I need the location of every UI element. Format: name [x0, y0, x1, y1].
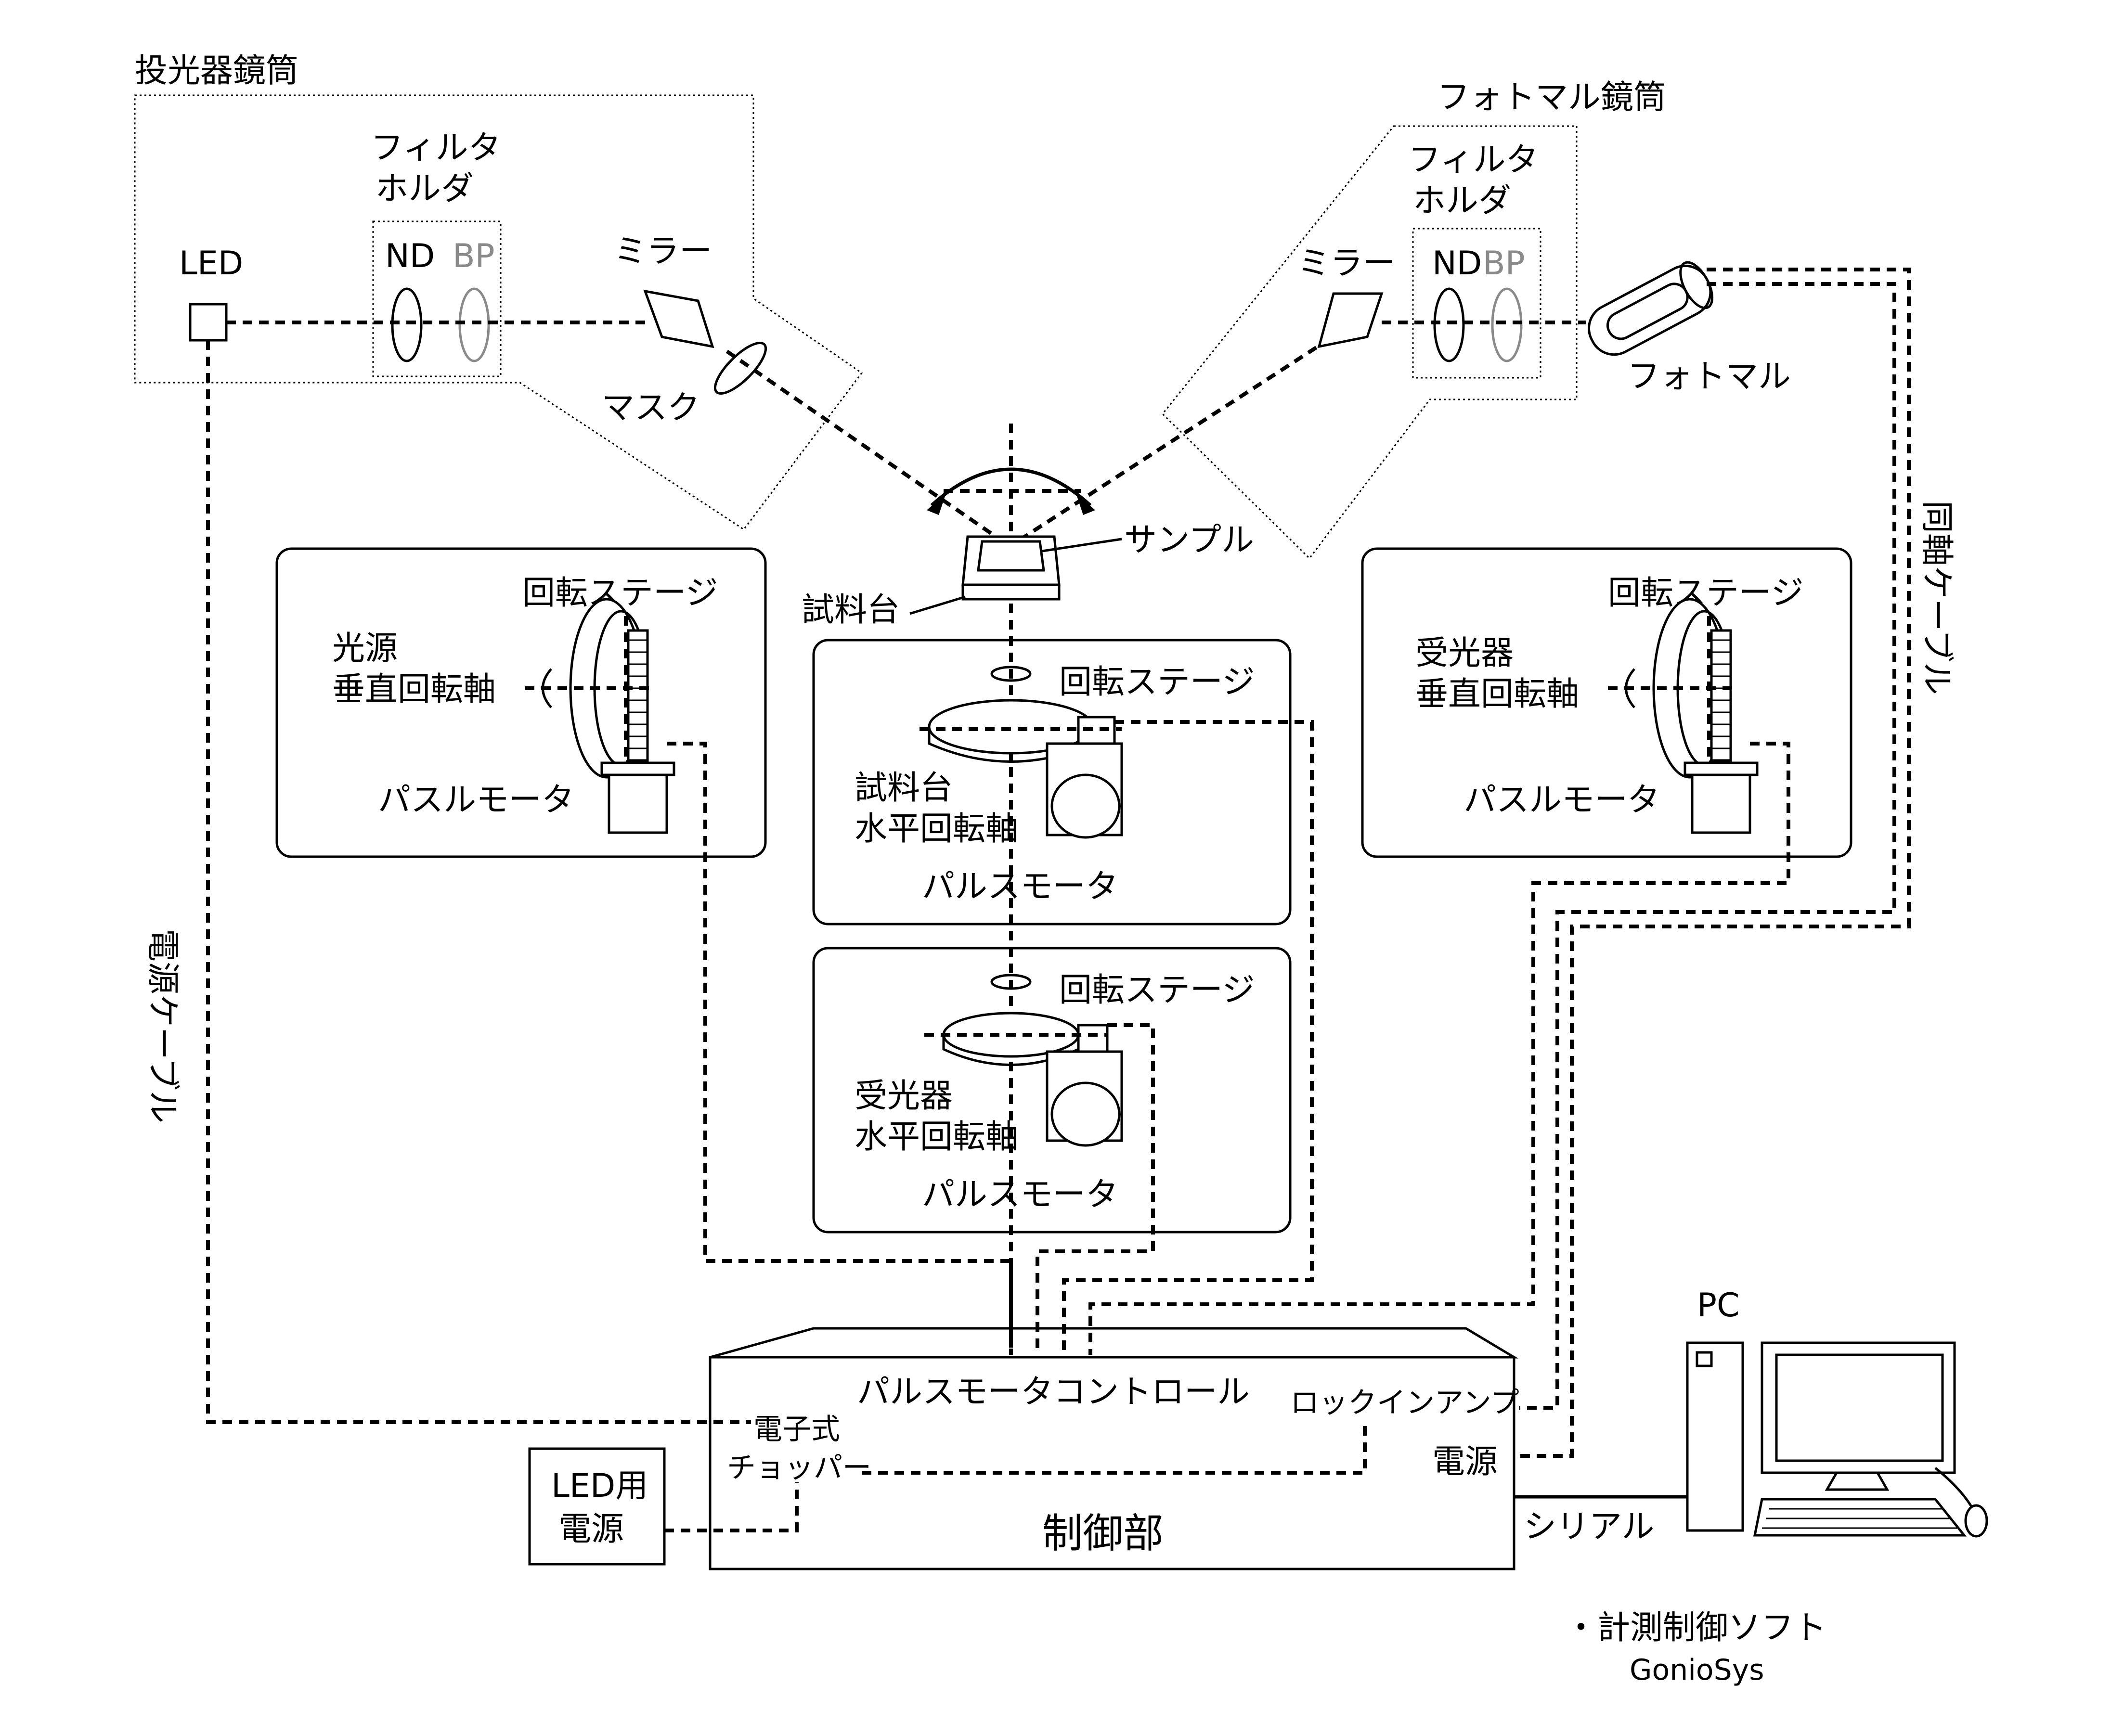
light-src-axis-label-l2: 垂直回転軸	[332, 670, 496, 708]
left-motor-flange	[600, 761, 675, 776]
sample-stage-leader	[909, 595, 966, 615]
right-motor-body	[1691, 773, 1751, 834]
photomul-label: フォトマル	[1627, 358, 1791, 396]
left-motor-cable	[667, 742, 1013, 1355]
sample-leader	[1042, 538, 1122, 553]
center-rot-stage-2-label: 回転ステージ	[1059, 971, 1255, 1009]
pc-icon	[1686, 1341, 1988, 1538]
photomul-tube-label: フォトマル鏡筒	[1437, 78, 1666, 116]
light-src-axis-label-l1: 光源	[332, 630, 398, 668]
nd-filter-1-icon	[391, 287, 423, 362]
sample-stage-label: 試料台	[802, 591, 900, 629]
photomul-tube-outline	[1161, 125, 1578, 560]
chopper-label-l1: 電子式	[753, 1413, 840, 1446]
filter-holder-2-box	[1412, 228, 1541, 379]
right-rotary-stage-box	[1361, 547, 1852, 858]
center-rotation-marker-2	[990, 974, 1032, 990]
angle-arc	[930, 467, 1092, 507]
beam-path-left	[226, 321, 1015, 551]
photomul-icon	[1588, 261, 1714, 356]
serial-label: シリアル	[1524, 1508, 1654, 1546]
center-motor-1-cable	[1062, 720, 1314, 1355]
receiver-axis-label-l1: 受光器	[1415, 634, 1514, 672]
filter-holder-2-label-l2: ホルダ	[1413, 182, 1511, 220]
mirror-2-icon	[1317, 292, 1384, 348]
control-unit-top	[710, 1327, 1519, 1359]
coax-cable-label: 同軸ケーブル	[1917, 501, 1956, 695]
nd-label-1: ND	[385, 237, 435, 275]
sample-plate	[977, 540, 1045, 572]
led-power-label-l1: LED用	[551, 1467, 648, 1505]
mask-icon	[713, 341, 767, 395]
led-power-box	[528, 1447, 666, 1566]
led-supply-to-chopper	[664, 1482, 799, 1532]
center-motor-1-can	[1050, 773, 1121, 839]
recv-h-axis-label-l2: 水平回転軸	[855, 1118, 1018, 1156]
left-motor-body	[608, 773, 668, 834]
power-cable-label: 電源ケーブル	[143, 929, 181, 1123]
filter-holder-1-label-l2: ホルダ	[376, 170, 474, 208]
control-unit-label: 制御部	[1042, 1510, 1164, 1557]
left-rotary-stage-box	[275, 547, 767, 858]
right-motor-cable	[1088, 742, 1790, 1355]
sample-axis-label-l2: 水平回転軸	[855, 810, 1018, 848]
pc-label: PC	[1697, 1286, 1740, 1325]
mirror-1-label: ミラー	[614, 232, 712, 270]
coax-cable-outer	[1519, 268, 1911, 1458]
center-rot-stage-1-label: 回転ステージ	[1059, 663, 1255, 701]
left-gear-teeth	[628, 639, 648, 749]
left-gear-rack	[627, 629, 649, 762]
angle-arrow-right	[1076, 493, 1095, 515]
filter-holder-2-label-l1: フィルタ	[1408, 141, 1539, 179]
center-pulse-motor-1-label: パルスモータ	[922, 868, 1118, 906]
center-motor-2-can	[1050, 1081, 1121, 1147]
led-power-cable	[206, 340, 751, 1424]
center-rotation-marker-1	[990, 666, 1032, 682]
power-label: 電源	[1432, 1443, 1498, 1481]
sample-label: サンプル	[1124, 521, 1254, 559]
bp-label-2: BP	[1483, 244, 1525, 283]
right-gear-rack	[1710, 629, 1732, 762]
right-rot-stage-label: 回転ステージ	[1608, 574, 1804, 612]
led-power-label-l2: 電源	[558, 1510, 624, 1548]
beam-path-right	[1005, 321, 1586, 551]
right-pulse-motor-label: パスルモータ	[1463, 781, 1660, 819]
angle-arrow-left	[927, 493, 946, 515]
control-unit-box	[709, 1356, 1515, 1570]
mask-label: マスク	[602, 389, 700, 427]
bp-filter-1-icon	[458, 287, 490, 362]
bp-label-1: BP	[453, 237, 495, 275]
right-motor-flange	[1684, 761, 1759, 776]
mirror-2-label: ミラー	[1297, 244, 1396, 283]
led-icon	[189, 303, 228, 342]
software-label-l2: GonioSys	[1630, 1653, 1764, 1687]
filter-holder-1-box	[372, 220, 502, 377]
projector-tube-outline	[134, 94, 863, 531]
software-label-l1: ・計測制御ソフト	[1565, 1609, 1826, 1647]
center-stage-box-2	[812, 947, 1292, 1234]
sample-axis-label-l1: 試料台	[855, 769, 953, 807]
bp-filter-2-icon	[1491, 287, 1523, 362]
chopper-to-lockin	[862, 1420, 1367, 1475]
sample-stage-front	[961, 583, 1061, 601]
nd-filter-2-icon	[1433, 287, 1465, 362]
left-pulse-motor-label: パスルモータ	[378, 781, 574, 819]
coax-cable-inner	[1519, 282, 1896, 1410]
center-gear-2	[1077, 1024, 1109, 1053]
receiver-axis-label-l2: 垂直回転軸	[1415, 675, 1579, 713]
right-gear-teeth	[1711, 639, 1731, 749]
pm-controller-label: パルスモータコントロール	[857, 1373, 1250, 1411]
lockin-amp-label: ロックインアンプ	[1290, 1386, 1519, 1420]
center-stage-box-1	[812, 639, 1292, 926]
mirror-1-icon	[643, 289, 714, 348]
led-label: LED	[179, 244, 243, 283]
center-pulse-motor-2-label: パルスモータ	[922, 1176, 1118, 1214]
nd-label-2: ND	[1432, 244, 1482, 283]
recv-h-axis-label-l1: 受光器	[855, 1077, 953, 1115]
filter-holder-1-label-l1: フィルタ	[371, 129, 501, 167]
chopper-label-l2: チョッパー	[727, 1451, 871, 1485]
projector-tube-label: 投光器鏡筒	[135, 52, 298, 90]
